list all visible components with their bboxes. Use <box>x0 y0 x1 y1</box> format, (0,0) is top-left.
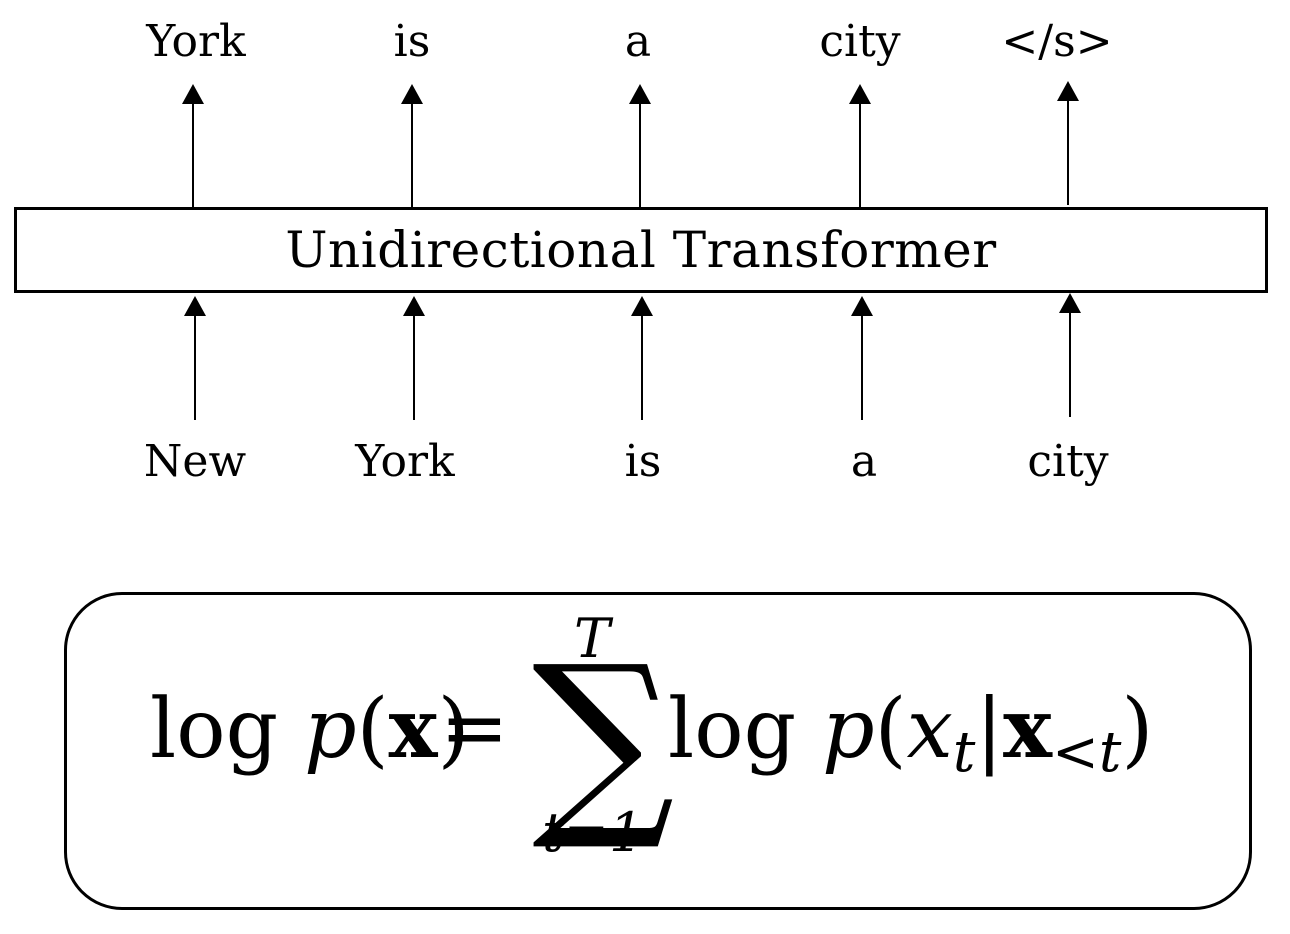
rhs-bold-x: x <box>1003 681 1052 777</box>
rhs-p: p <box>822 682 875 777</box>
lhs-log: log <box>150 682 279 777</box>
lhs-p: p <box>304 682 357 777</box>
formula-equals: = <box>440 681 509 776</box>
input-token-new: New <box>143 436 247 487</box>
input-token-york: York <box>355 436 455 487</box>
rhs-x: x <box>906 682 953 777</box>
output-token-a: a <box>624 16 652 67</box>
output-token-is: is <box>393 16 431 67</box>
rhs-bar: | <box>975 682 1004 777</box>
sum-lower-text: t=1 <box>542 801 644 864</box>
rhs-x-subscript: t <box>952 720 976 785</box>
sum-upper-limit: T <box>574 607 611 670</box>
lhs-open-paren: ( <box>356 682 389 777</box>
output-arrow-5 <box>1057 81 1079 205</box>
output-token-york: York <box>146 16 246 67</box>
output-token-end: </s> <box>1001 16 1113 67</box>
sum-symbol: ∑ <box>532 623 675 856</box>
input-arrow-5 <box>1059 293 1081 417</box>
output-token-city: city <box>819 16 901 67</box>
output-arrow-1 <box>182 84 204 208</box>
sum-lower-limit: t=1 <box>542 806 643 860</box>
lhs-close-paren: ) <box>437 682 470 777</box>
input-arrow-4 <box>851 296 873 420</box>
rhs-close-paren: ) <box>1121 682 1154 777</box>
input-token-city: city <box>1027 436 1109 487</box>
input-arrow-3 <box>631 296 653 420</box>
rhs-bold-x-subscript: <t <box>1051 720 1122 785</box>
transformer-label: Unidirectional Transformer <box>285 221 997 279</box>
formula-lhs: log p(x) <box>150 688 470 771</box>
input-arrow-2 <box>403 296 425 420</box>
input-token-a: a <box>850 436 878 487</box>
rhs-log: log <box>668 682 797 777</box>
formula-rhs: log p(xt|x<t) <box>668 688 1153 781</box>
transformer-box: Unidirectional Transformer <box>14 207 1268 293</box>
lhs-bold-x: x <box>388 681 438 777</box>
formula-box <box>64 592 1252 910</box>
output-arrow-2 <box>401 84 423 208</box>
input-arrow-1 <box>184 296 206 420</box>
rhs-open-paren: ( <box>874 682 907 777</box>
output-arrow-3 <box>629 84 651 208</box>
input-token-is: is <box>624 436 662 487</box>
output-arrow-4 <box>849 84 871 208</box>
